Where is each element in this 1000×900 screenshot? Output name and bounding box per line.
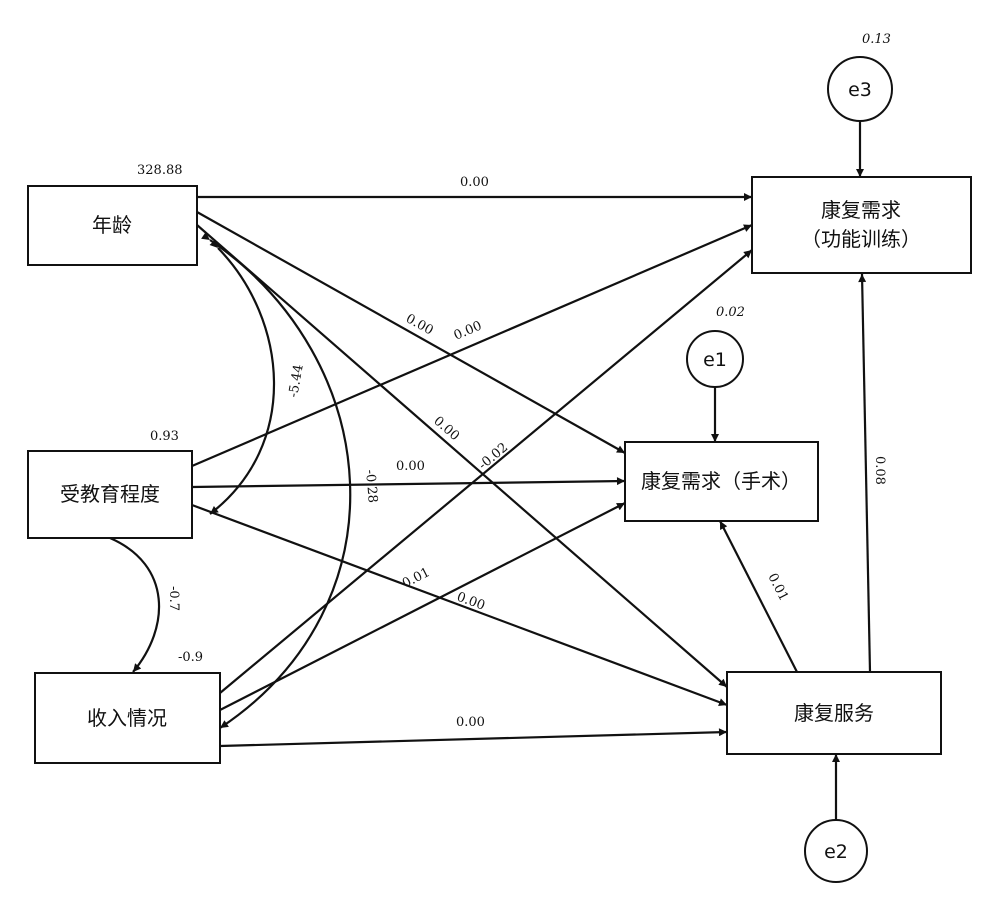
variance-e1: 0.02	[716, 305, 745, 320]
node-age-label: 年龄	[92, 213, 132, 237]
node-need-training-label-1: 康复需求	[821, 198, 901, 222]
label-age-to-service: 0.00	[430, 414, 462, 444]
node-e2-label: e2	[824, 841, 848, 863]
cov-age-income	[201, 232, 352, 729]
variance-education: 0.93	[150, 429, 179, 444]
edge-age-to-service	[196, 224, 728, 688]
node-e3: e3	[827, 56, 893, 122]
label-income-to-training: -0.02	[476, 440, 511, 473]
edge-service-to-surgery	[719, 520, 798, 673]
node-education-label: 受教育程度	[60, 482, 160, 506]
edge-age-to-surgery	[196, 211, 626, 454]
label-age-to-training: 0.00	[460, 175, 489, 190]
node-e2: e2	[804, 819, 868, 883]
edge-education-to-training	[191, 223, 753, 468]
label-cov-age-income: -0.28	[362, 469, 380, 504]
node-service: 康复服务	[726, 671, 942, 755]
node-income: 收入情况	[34, 672, 221, 764]
edge-education-to-surgery	[191, 477, 626, 489]
label-cov-education-income: -0.7	[166, 586, 181, 611]
label-education-to-surgery: 0.00	[396, 459, 425, 474]
edge-income-to-service	[219, 728, 728, 748]
edge-service-to-training	[858, 273, 872, 673]
edges	[101, 121, 872, 820]
variance-e3: 0.13	[862, 32, 891, 47]
node-income-label: 收入情况	[87, 706, 167, 730]
cov-education-income	[101, 531, 161, 673]
cov-age-education	[209, 239, 276, 515]
label-service-to-training: 0.08	[872, 456, 887, 485]
node-e1: e1	[686, 330, 744, 388]
edge-income-to-surgery	[219, 502, 626, 711]
node-age: 年龄	[27, 185, 198, 266]
edge-income-to-training	[219, 249, 753, 694]
label-age-to-surgery: 0.00	[403, 311, 436, 338]
node-e3-label: e3	[848, 79, 872, 101]
node-need-training-label-2: （功能训练）	[801, 227, 921, 251]
label-income-to-service: 0.00	[456, 715, 485, 730]
variance-income: -0.9	[178, 650, 203, 665]
node-need-training: 康复需求 （功能训练）	[751, 176, 972, 274]
node-need-surgery-label: 康复需求（手术）	[641, 469, 801, 493]
node-e1-label: e1	[703, 349, 727, 371]
variance-age: 328.88	[137, 163, 183, 178]
edge-education-to-service	[191, 503, 728, 707]
node-need-surgery: 康复需求（手术）	[624, 441, 819, 522]
label-cov-age-education: -5.44	[286, 363, 307, 398]
label-education-to-training: 0.00	[452, 319, 485, 344]
label-service-to-surgery: 0.01	[764, 571, 791, 604]
node-education: 受教育程度	[27, 450, 193, 539]
node-service-label: 康复服务	[794, 701, 874, 725]
label-income-to-surgery: 0.01	[400, 565, 433, 592]
